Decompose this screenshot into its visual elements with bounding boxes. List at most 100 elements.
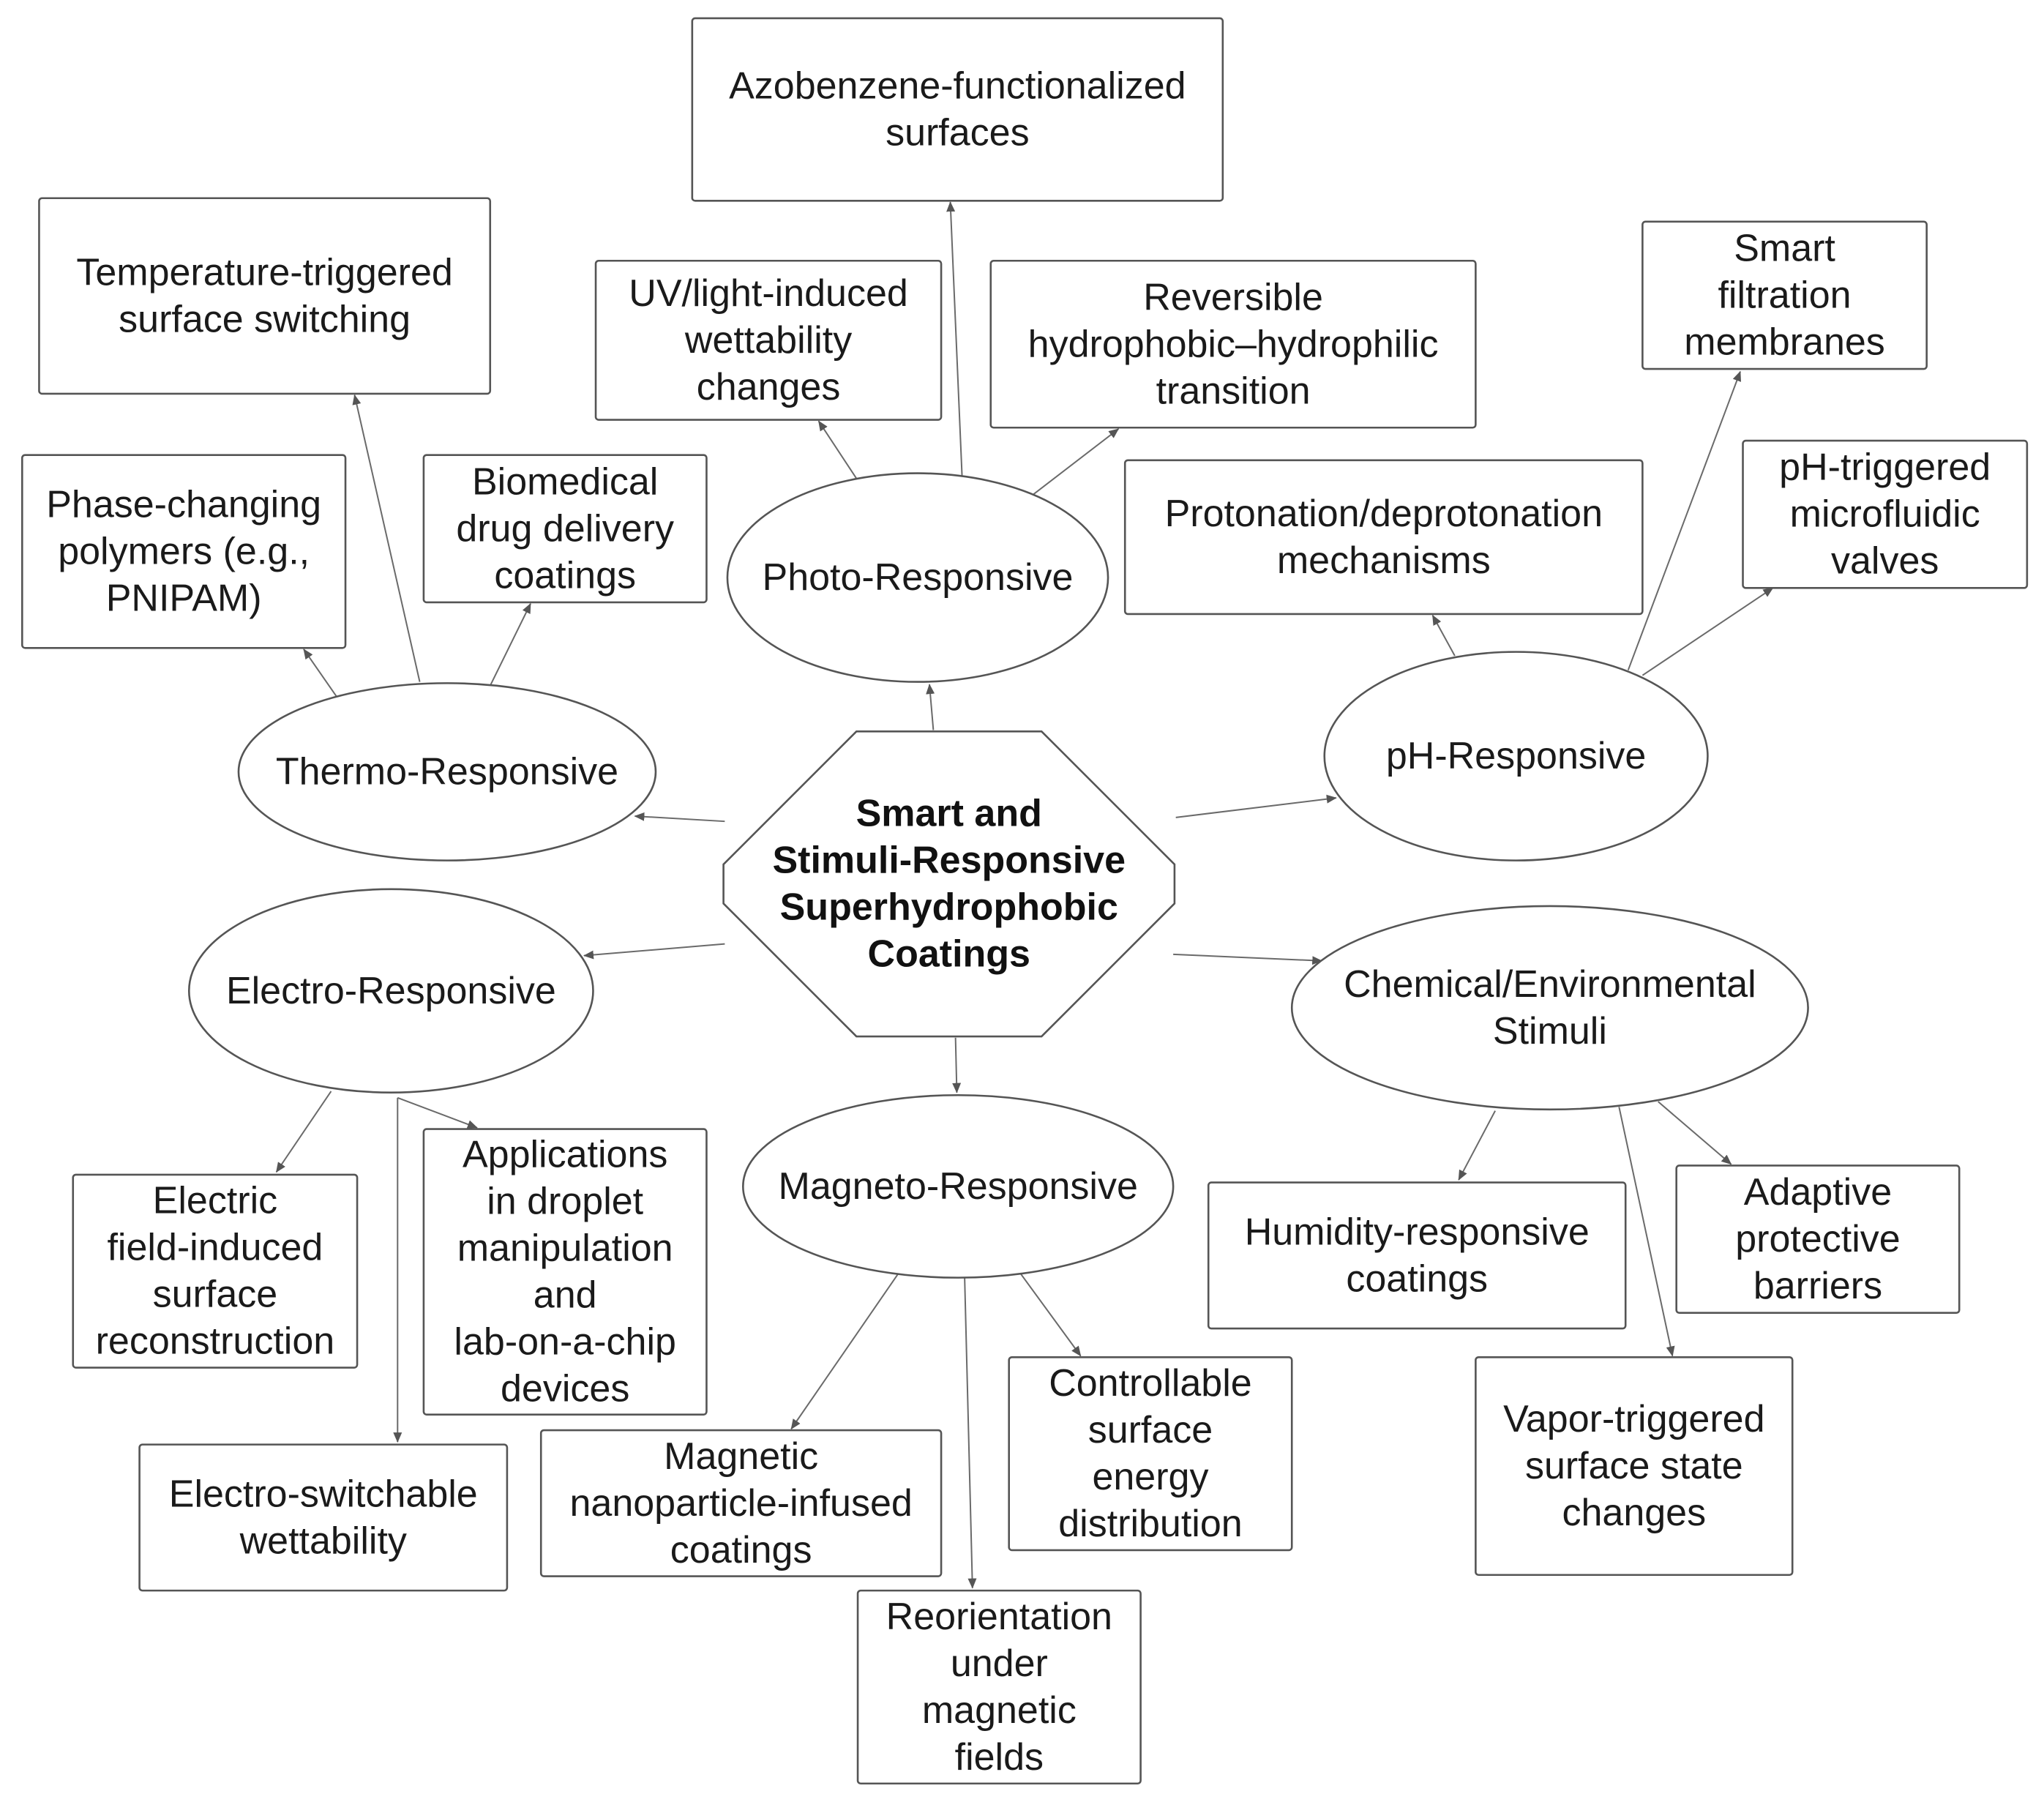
item-ph-valves-label-line: valves: [1831, 540, 1939, 583]
item-temp-switching-label-line: Temperature-triggered: [76, 251, 452, 294]
connector-layer: [275, 201, 1774, 1589]
item-reversible-label-line: transition: [1156, 370, 1311, 412]
item-droplet-apps-label-line: and: [534, 1274, 597, 1317]
item-magnetic-np-label-line: nanoparticle-infused: [569, 1482, 912, 1525]
category-node-magneto: Magneto-Responsive: [742, 1093, 1175, 1279]
item-rectangle: [691, 17, 1224, 202]
item-rectangle: [1742, 439, 2029, 589]
item-ph-valves-label-line: microfluidic: [1790, 493, 1980, 536]
item-temp-switching-label-line: surface switching: [119, 298, 411, 340]
item-uv-light-label-line: wettability: [684, 319, 852, 362]
item-rectangle: [594, 259, 943, 421]
item-surface-energy-label-line: energy: [1092, 1456, 1208, 1498]
connector-arrow: [352, 394, 421, 682]
item-rectangle: [1123, 459, 1644, 616]
connector-arrow: [1658, 1101, 1732, 1165]
item-rectangle: [138, 1443, 509, 1592]
item-adaptive-label-line: Adaptive: [1744, 1171, 1892, 1214]
connector-arrow: [1641, 587, 1774, 676]
item-reorientation-label-line: fields: [955, 1736, 1044, 1779]
item-electric-field-label-line: surface: [153, 1274, 278, 1316]
connector-arrow: [1019, 1273, 1082, 1357]
item-magnetic-np-label-line: Magnetic: [664, 1435, 818, 1478]
category-photo-label-line: Photo-Responsive: [763, 556, 1074, 599]
item-rectangle: [422, 1128, 708, 1416]
connector-arrow: [634, 812, 725, 823]
category-node-thermo: Thermo-Responsive: [237, 682, 657, 861]
item-electric-field-label-line: reconstruction: [96, 1320, 335, 1363]
category-electro-label-line: Electro-Responsive: [226, 970, 556, 1012]
item-vapor-label-line: surface state: [1525, 1445, 1743, 1487]
category-chemical-label-line: Stimuli: [1493, 1010, 1607, 1053]
connector-arrow: [489, 602, 531, 687]
item-surface-energy-label-line: distribution: [1058, 1503, 1242, 1545]
category-ellipse: [1290, 905, 1809, 1111]
item-phase-changing-label-line: PNIPAM): [106, 577, 262, 619]
item-reversible-label-line: Reversible: [1143, 276, 1323, 318]
connector-arrow: [303, 648, 337, 697]
item-rectangle: [20, 454, 347, 649]
item-electric-field-label-line: field-induced: [107, 1227, 323, 1269]
item-reversible-label-line: hydrophobic–hydrophilic: [1028, 323, 1439, 365]
category-node-ph: pH-Responsive: [1323, 651, 1709, 861]
item-electro-switchable-label-line: Electro-switchable: [169, 1473, 478, 1515]
item-rectangle: [1475, 1356, 1794, 1577]
item-rectangle: [856, 1589, 1142, 1785]
item-surface-energy-label-line: surface: [1088, 1409, 1213, 1451]
category-chemical-label-line: Chemical/Environmental: [1344, 963, 1756, 1006]
central-topic-node: Smart andStimuli-ResponsiveSuperhydropho…: [722, 730, 1176, 1038]
item-droplet-apps-label-line: Applications: [463, 1134, 667, 1176]
connector-arrow: [1458, 1110, 1496, 1181]
item-protonation-label-line: Protonation/deprotonation: [1165, 493, 1603, 535]
item-box-electric-field: Electricfield-inducedsurfacereconstructi…: [72, 1173, 359, 1369]
item-biomedical-label-line: Biomedical: [472, 460, 658, 503]
category-magneto-label-line: Magneto-Responsive: [779, 1165, 1138, 1208]
connector-arrow: [817, 420, 858, 479]
connector-arrow: [1173, 953, 1323, 965]
item-rectangle: [72, 1173, 359, 1369]
item-reorientation-label-line: Reorientation: [886, 1596, 1112, 1638]
item-azobenzene-label-line: surfaces: [886, 112, 1030, 154]
item-humidity-label-line: coatings: [1346, 1257, 1488, 1300]
connector-arrow: [1627, 370, 1742, 670]
item-adaptive-label-line: protective: [1735, 1218, 1900, 1260]
item-droplet-apps-label-line: devices: [501, 1368, 629, 1410]
category-ellipse: [237, 682, 657, 861]
item-reorientation-label-line: under: [951, 1642, 1048, 1685]
connector-arrow: [946, 201, 963, 476]
item-rectangle: [539, 1429, 943, 1577]
item-humidity-label-line: Humidity-responsive: [1245, 1211, 1590, 1253]
item-uv-light-label-line: UV/light-induced: [629, 272, 908, 315]
category-ellipse: [726, 472, 1109, 683]
item-phase-changing-label-line: Phase-changing: [46, 483, 321, 526]
item-uv-light-label-line: changes: [697, 366, 841, 408]
item-rectangle: [1675, 1164, 1961, 1315]
item-reorientation-label-line: magnetic: [922, 1689, 1077, 1732]
category-ellipse: [187, 888, 594, 1093]
item-electro-switchable-label-line: wettability: [239, 1519, 407, 1562]
connector-arrow: [964, 1277, 977, 1589]
item-droplet-apps-label-line: in droplet: [487, 1181, 643, 1223]
category-thermo-label-line: Thermo-Responsive: [276, 751, 618, 793]
central-octagon: [722, 730, 1176, 1038]
central-topic-label-line: Coatings: [868, 933, 1030, 976]
connector-arrow: [1033, 428, 1120, 495]
item-rectangle: [1641, 220, 1928, 370]
item-protonation-label-line: mechanisms: [1277, 539, 1491, 582]
connector-arrow: [275, 1091, 332, 1173]
